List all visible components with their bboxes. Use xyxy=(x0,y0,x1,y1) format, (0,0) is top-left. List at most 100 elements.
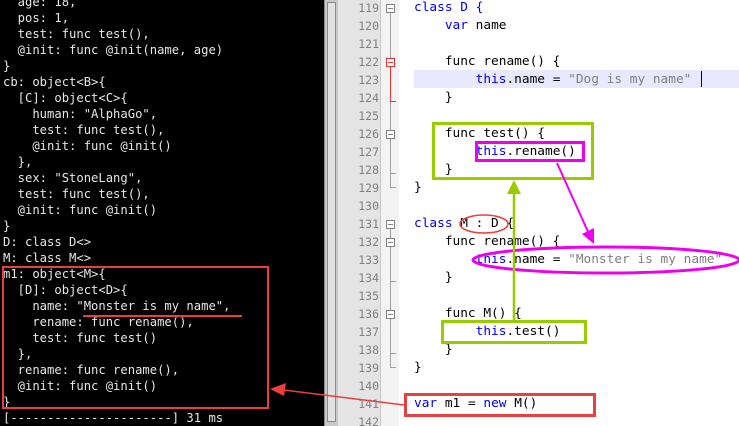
code-token xyxy=(414,72,476,87)
terminal-line: rename: func rename(), xyxy=(3,315,194,329)
terminal-line: test: func test(), xyxy=(3,187,150,201)
fold-toggle-icon[interactable] xyxy=(386,220,395,229)
terminal-line: } xyxy=(3,219,11,233)
line-number: 124 xyxy=(358,91,379,105)
terminal-line: } xyxy=(3,395,11,409)
code-token: M() xyxy=(506,396,538,411)
terminal-line: }, xyxy=(3,155,33,169)
code-line[interactable]: this.test() xyxy=(414,323,561,341)
code-line[interactable]: func test() { xyxy=(414,125,545,143)
code-string: "Monster is my name" xyxy=(568,252,723,267)
fold-toggle-icon[interactable] xyxy=(386,4,395,13)
fold-guide-end xyxy=(390,101,396,102)
fold-margin xyxy=(381,0,399,426)
line-number: 142 xyxy=(358,415,379,426)
annotation-box-func-test xyxy=(432,122,594,180)
code-line[interactable]: this.name = "Dog is my name" xyxy=(414,71,692,89)
line-number: 130 xyxy=(358,199,379,213)
terminal-line: test: func test(), xyxy=(3,27,150,41)
code-keyword: var xyxy=(414,396,438,411)
line-number: 137 xyxy=(358,325,379,339)
terminal-line: rename: func rename(), xyxy=(3,363,180,377)
terminal-line: [----------------------] 31 ms xyxy=(3,411,224,425)
code-token: func M() { xyxy=(414,306,522,321)
terminal-output: age: 18, pos: 1, test: func test(), @ini… xyxy=(0,0,324,426)
annotation-box-var-m1 xyxy=(404,393,596,417)
fold-guide xyxy=(390,319,391,353)
code-keyword: class D { xyxy=(414,0,484,15)
fold-guide xyxy=(390,139,391,173)
terminal-line: }, xyxy=(3,347,33,361)
code-line[interactable]: } xyxy=(414,359,422,377)
code-token: func rename() { xyxy=(414,234,561,249)
terminal-line: @init: func @init() xyxy=(3,139,172,153)
code-token: } xyxy=(414,90,453,105)
code-line[interactable]: func rename() { xyxy=(414,53,561,71)
annotation-box-this-test xyxy=(441,320,587,344)
terminal-line: D: class D<> xyxy=(3,235,92,249)
line-number: 141 xyxy=(358,397,379,411)
terminal-line: [C]: object<C>{ xyxy=(3,91,128,105)
terminal-scrollbar[interactable] xyxy=(324,0,338,426)
line-number: 136 xyxy=(358,307,379,321)
code-line[interactable]: this.rename() xyxy=(414,143,576,161)
fold-toggle-icon[interactable] xyxy=(386,130,395,139)
fold-guide-end xyxy=(390,173,396,174)
fold-guide-end xyxy=(390,281,396,282)
fold-guide-end xyxy=(390,353,396,354)
fold-guide xyxy=(390,67,391,101)
code-token: M : D { xyxy=(452,216,515,231)
terminal-line: human: "AlphaGo", xyxy=(3,107,158,121)
code-line[interactable]: class D { xyxy=(414,0,483,17)
code-token xyxy=(414,18,445,33)
code-line[interactable]: } xyxy=(414,89,453,107)
code-token: } xyxy=(414,342,453,357)
line-number: 140 xyxy=(358,379,379,393)
code-token: .name = xyxy=(506,252,569,267)
code-line[interactable]: } xyxy=(414,179,422,197)
code-line[interactable]: } xyxy=(414,341,453,359)
terminal-line: name: "Monster is my name", xyxy=(3,299,231,313)
fold-guide-end xyxy=(390,187,396,188)
code-token: } xyxy=(414,270,453,285)
fold-toggle-icon[interactable] xyxy=(386,238,395,247)
code-line[interactable]: var name xyxy=(414,17,507,35)
code-keyword: this xyxy=(475,144,507,159)
code-line[interactable]: var m1 = new M() xyxy=(414,395,537,413)
line-number: 119 xyxy=(358,1,379,15)
code-token: .rename() xyxy=(506,144,576,159)
code-keyword: class xyxy=(414,216,453,231)
terminal-line: sex: "StoneLang", xyxy=(3,171,143,185)
code-line[interactable]: this.name = "Monster is my name" xyxy=(414,251,723,269)
terminal-line: pos: 1, xyxy=(3,11,70,25)
code-keyword: this xyxy=(475,324,507,339)
terminal-line: test: func test() xyxy=(3,331,158,345)
code-line[interactable]: func rename() { xyxy=(414,233,561,251)
annotation-box-this-rename xyxy=(475,141,585,162)
code-token: } xyxy=(414,360,422,375)
code-token: .name = xyxy=(506,72,569,87)
code-line[interactable]: } xyxy=(414,269,453,287)
code-line[interactable]: func M() { xyxy=(414,305,522,323)
terminal-line: @init: func @init() xyxy=(3,203,158,217)
code-token xyxy=(414,252,476,267)
scrollbar-thumb[interactable] xyxy=(327,2,336,422)
line-number: 134 xyxy=(358,271,379,285)
code-keyword: var xyxy=(444,18,468,33)
code-keyword: this xyxy=(475,252,507,267)
fold-toggle-icon[interactable] xyxy=(386,58,395,67)
line-number: 128 xyxy=(358,163,379,177)
terminal-line: M: class M<> xyxy=(3,251,92,265)
line-number: 132 xyxy=(358,235,379,249)
code-token: name xyxy=(467,18,507,33)
line-number: 138 xyxy=(358,343,379,357)
line-number: 135 xyxy=(358,289,379,303)
code-line[interactable]: } xyxy=(414,161,453,179)
code-keyword: new xyxy=(483,396,507,411)
line-number: 127 xyxy=(358,145,379,159)
code-line[interactable]: class M : D { xyxy=(414,215,514,233)
fold-toggle-icon[interactable] xyxy=(386,310,395,319)
terminal-line: @init: func @init(name, age) xyxy=(3,43,224,57)
